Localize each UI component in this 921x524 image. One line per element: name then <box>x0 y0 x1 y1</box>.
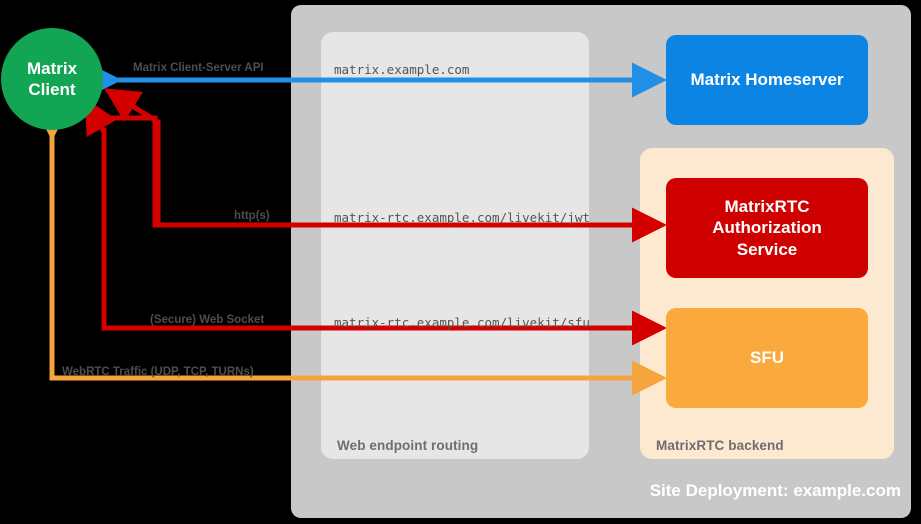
edge-label-web-socket: (Secure) Web Socket <box>150 314 265 326</box>
edge-label-https: http(s) <box>234 210 270 222</box>
node-matrix-homeserver[interactable]: Matrix Homeserver <box>666 35 868 125</box>
matrix-client-line1: Matrix <box>26 58 78 78</box>
sfu-label: SFU <box>750 348 784 367</box>
endpoint-url-matrix: matrix.example.com <box>334 62 470 77</box>
edge-websocket-arrow <box>101 128 668 346</box>
matrix-homeserver-label: Matrix Homeserver <box>690 70 844 89</box>
node-matrixrtc-authorization-service[interactable]: MatrixRTC Authorization Service <box>666 178 868 278</box>
auth-service-line3: Service <box>736 239 798 259</box>
label-web-endpoint-routing: Web endpoint routing <box>337 438 479 453</box>
node-matrix-client[interactable]: Matrix Client <box>1 28 103 130</box>
auth-service-line2: Authorization <box>712 218 822 238</box>
edge-webrtc-traffic <box>34 106 668 396</box>
edge-https-path <box>89 95 660 228</box>
matrix-client-line2: Client <box>28 80 76 99</box>
node-sfu[interactable]: SFU <box>666 308 868 408</box>
endpoint-url-livekit-jwt: matrix-rtc.example.com/livekit/jwt <box>334 210 590 225</box>
label-matrixrtc-backend: MatrixRTC backend <box>656 438 784 453</box>
auth-service-line1: MatrixRTC <box>724 197 810 217</box>
edge-label-client-server-api: Matrix Client-Server API <box>133 62 264 74</box>
edge-label-webrtc-traffic: WebRTC Traffic (UDP, TCP, TURNs) <box>62 366 254 378</box>
endpoint-url-livekit-sfu: matrix-rtc.example.com/livekit/sfu <box>334 315 590 330</box>
label-site-deployment: Site Deployment: example.com <box>649 481 901 500</box>
